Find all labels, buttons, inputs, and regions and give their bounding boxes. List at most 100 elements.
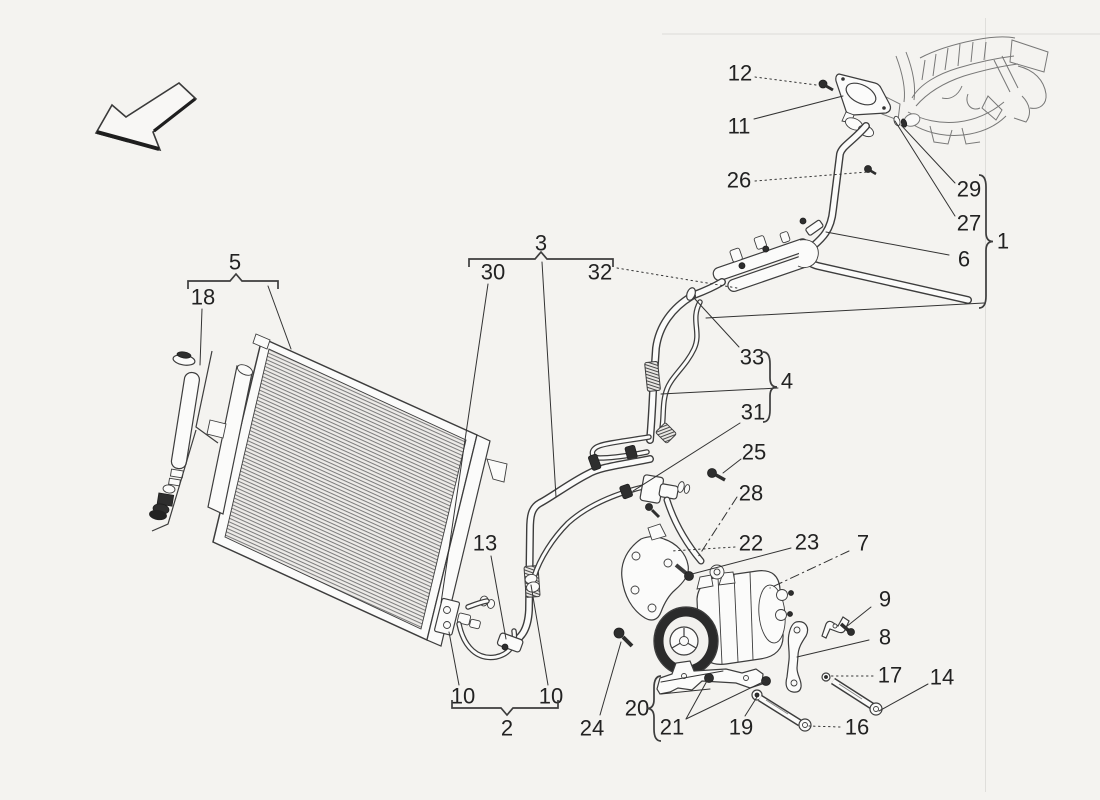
pipe-to-compressor [663, 496, 705, 565]
leader-line-24 [599, 641, 622, 716]
engine-sketch [881, 36, 1049, 145]
leader-line-29 [900, 124, 956, 184]
nut-17 [821, 672, 831, 682]
leader-line-9 [845, 606, 872, 628]
seal-ring-10-right [526, 581, 540, 593]
bolt-14 [830, 677, 883, 716]
callout-label-3: 3 [535, 231, 547, 256]
leader-line-7 [769, 550, 850, 589]
callout-label-14: 14 [930, 665, 954, 690]
hose-to-condenser [504, 453, 654, 648]
group-bracket-group-2 [451, 700, 559, 717]
leader-line-23 [691, 547, 792, 575]
leader-line-32 [616, 267, 738, 289]
direction-arrow-icon [94, 81, 198, 152]
callout-label-24: 24 [580, 716, 604, 741]
leader-line-31 [632, 422, 741, 492]
leader-line-10 [530, 584, 549, 686]
bolt-25 [707, 468, 726, 482]
callout-label-13: 13 [473, 531, 497, 556]
pipe-u-loop [589, 434, 652, 461]
pipe-s-bend [655, 299, 703, 444]
leader-line-28 [697, 496, 738, 558]
leader-line-21 [685, 680, 766, 720]
callout-label-18: 18 [191, 285, 215, 310]
leader-line-20 [660, 670, 724, 683]
leader-line-20 [660, 688, 711, 695]
condenser [206, 333, 508, 647]
callout-label-19: 19 [729, 715, 753, 740]
callout-label-32: 32 [588, 260, 612, 285]
callout-label-8: 8 [879, 625, 891, 650]
leader-line-5 [267, 285, 292, 350]
leader-line-11 [753, 95, 844, 120]
leader-line-6 [825, 231, 950, 256]
leader-line-19 [744, 696, 758, 717]
condenser-fitting-block [434, 595, 496, 636]
leader-line-10 [448, 631, 460, 686]
bolt-24 [613, 627, 634, 648]
junction-block [639, 474, 691, 519]
condenser-fins [224, 348, 467, 630]
group-brace-group-20 [646, 675, 662, 742]
callout-label-28: 28 [739, 481, 763, 506]
condenser-mount-tab [486, 458, 508, 483]
bracket-9 [821, 616, 855, 639]
leader-line-12 [754, 76, 825, 87]
callout-label-26: 26 [727, 168, 751, 193]
washer-19 [751, 689, 763, 701]
callout-label-25: 25 [742, 440, 766, 465]
leader-line-22 [670, 546, 736, 552]
pipe-rail-to-junction [644, 278, 726, 444]
discharge-hose [802, 122, 972, 304]
leader-line-8 [796, 639, 870, 658]
leader-line-33 [693, 297, 740, 348]
leader-line-16 [808, 725, 841, 728]
callout-label-27: 27 [957, 211, 981, 236]
group-bracket-group-3 [468, 250, 614, 267]
leader-line-21 [685, 678, 709, 720]
pipe-to-flange-stack [524, 483, 646, 593]
leader-line-4 [660, 387, 779, 395]
compressor-bracket-22 [621, 523, 689, 621]
seal-ring-29 [893, 115, 908, 128]
bolt-12 [818, 79, 834, 92]
callout-label-31: 31 [741, 400, 765, 425]
callout-label-16: 16 [845, 715, 869, 740]
callout-label-10: 10 [539, 684, 563, 709]
pipe-clamp-31 [619, 483, 633, 500]
callout-label-12: 12 [728, 61, 752, 86]
receiver-strap [195, 350, 219, 444]
callout-label-23: 23 [795, 530, 819, 555]
callout-label-2: 2 [501, 716, 513, 741]
leader-line-1 [705, 302, 985, 319]
leader-line-13 [490, 555, 507, 640]
callout-label-6: 6 [958, 247, 970, 272]
group-brace-group-4 [762, 351, 778, 423]
leader-line-27 [894, 120, 956, 217]
seal-ring-33 [686, 287, 696, 301]
flange-13 [496, 632, 524, 653]
callout-label-9: 9 [879, 587, 891, 612]
pipe-rail-assembly [712, 231, 819, 292]
callout-label-4: 4 [781, 369, 793, 394]
bolt-26 [864, 165, 877, 176]
callout-label-1: 1 [997, 229, 1009, 254]
bolt-16 [758, 694, 812, 732]
condenser-clip [206, 419, 227, 439]
callout-label-22: 22 [739, 531, 763, 556]
leader-line-30 [440, 283, 489, 604]
fitting-6 [799, 217, 824, 236]
receiver-drier [149, 350, 219, 532]
leader-line-26 [754, 171, 868, 182]
callout-label-29: 29 [957, 177, 981, 202]
receiver-strap [151, 429, 197, 532]
callout-label-17: 17 [878, 663, 902, 688]
callout-label-21: 21 [660, 715, 684, 740]
leader-line-18 [199, 308, 203, 366]
leader-line-3 [541, 261, 557, 498]
leader-line-25 [722, 458, 742, 474]
